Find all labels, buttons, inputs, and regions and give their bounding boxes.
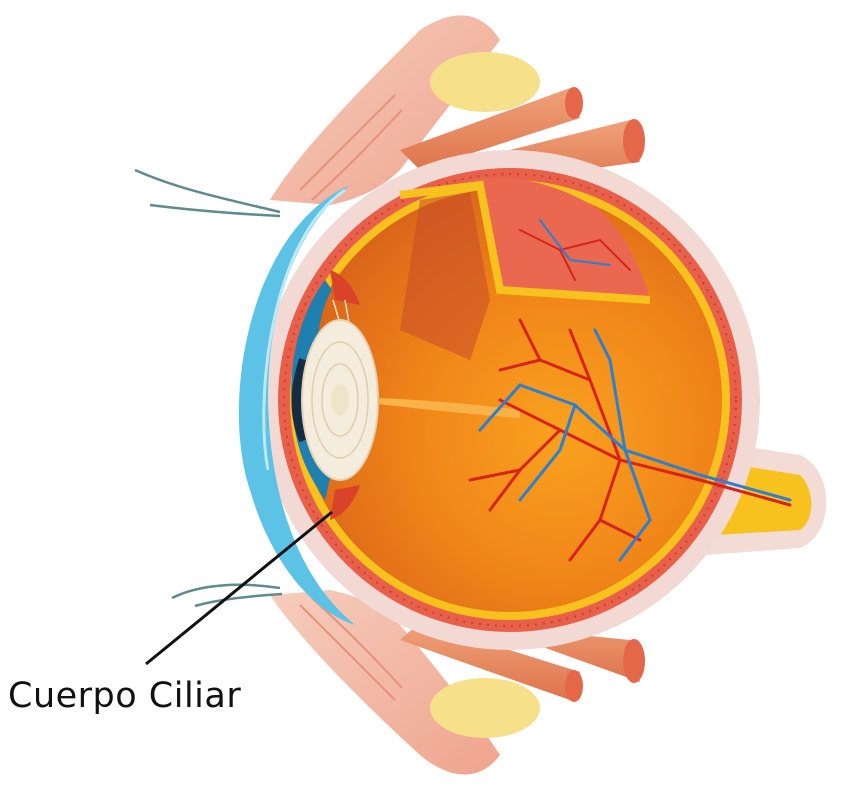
lower-fat-pad [430, 678, 540, 738]
eyeball [260, 150, 760, 650]
upper-retinal-vessels [519, 219, 631, 281]
retinal-veins [478, 328, 792, 562]
upper-eyelashes [134, 168, 281, 218]
cornea [238, 185, 355, 625]
retinal-arteries [468, 318, 792, 562]
lower-eyelashes [171, 583, 283, 608]
upper-eyelid [270, 15, 500, 206]
hyaloid-canal [378, 398, 520, 418]
lower-eyelid [270, 590, 500, 775]
callout-leader-line [145, 510, 333, 666]
lens [301, 319, 379, 481]
ciliary-body-label: Cuerpo Ciliar [8, 676, 242, 716]
upper-fat-pad [430, 52, 540, 112]
